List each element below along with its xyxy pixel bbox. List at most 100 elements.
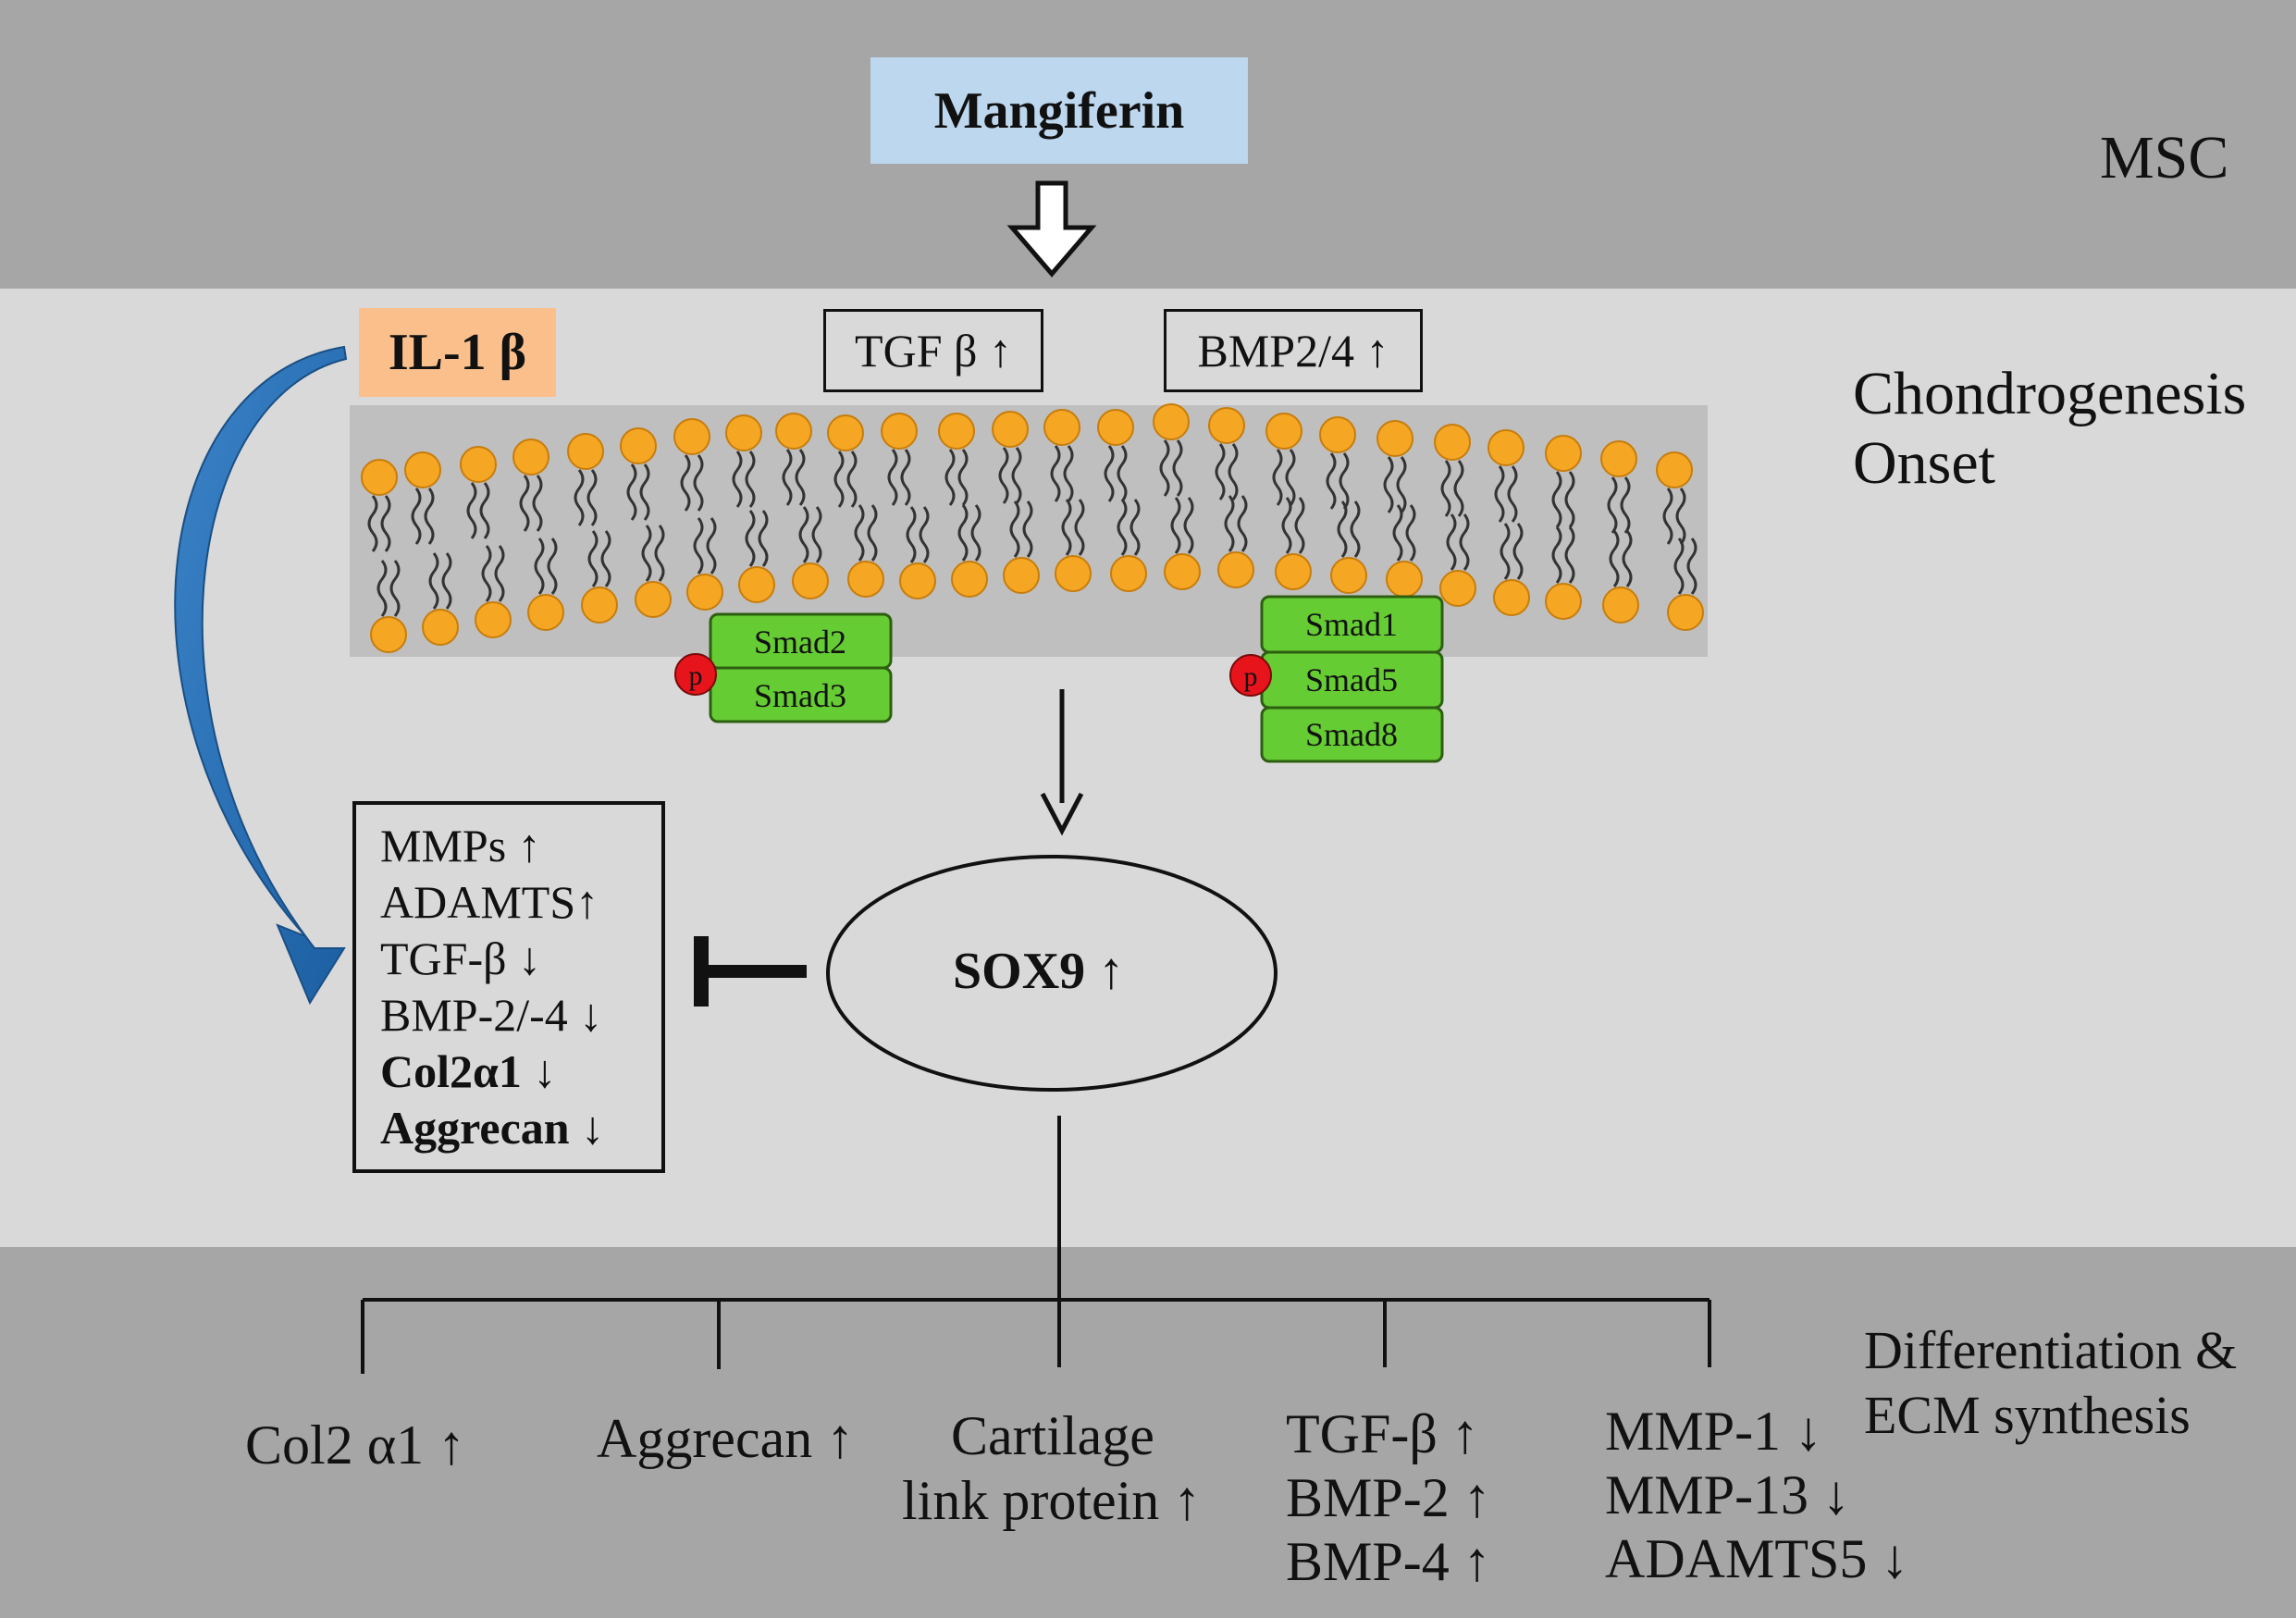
lipid-tail-upper bbox=[1285, 449, 1296, 506]
il1-beta-label: IL-1 β bbox=[388, 324, 527, 381]
mangiferin-label: Mangiferin bbox=[933, 81, 1185, 140]
il1-effect-item: ADAMTS↑ bbox=[380, 876, 599, 928]
lipid-tail-lower bbox=[1609, 530, 1620, 587]
lipid-tail-upper bbox=[693, 454, 704, 512]
lipid-tail-upper bbox=[424, 488, 435, 545]
lipid-head-upper bbox=[1376, 420, 1413, 457]
lipid-tail-upper bbox=[1272, 449, 1283, 506]
sox9-label: SOX9 ↑ bbox=[953, 943, 1125, 1000]
lipid-tail-lower bbox=[1009, 500, 1020, 558]
lipid-tail-lower bbox=[1564, 526, 1575, 584]
lipid-tail-upper bbox=[1050, 445, 1061, 502]
lipid-head-lower bbox=[686, 574, 723, 611]
lipid-head-upper bbox=[992, 411, 1029, 448]
arrow-to-sox9-head bbox=[1040, 792, 1084, 836]
lipid-tail-upper bbox=[411, 488, 422, 545]
lipid-tail-lower bbox=[1405, 504, 1416, 562]
smad8-box bbox=[1260, 706, 1444, 763]
lipid-tail-lower bbox=[1294, 497, 1305, 554]
lipid-head-lower bbox=[422, 609, 459, 646]
lipid-tail-lower bbox=[1350, 500, 1361, 558]
target-bmp2: BMP-2 ↑ bbox=[1286, 1467, 1491, 1528]
lipid-head-lower bbox=[738, 566, 775, 603]
lipid-tail-lower bbox=[1129, 499, 1141, 556]
zone-label-ecm: ECM synthesis bbox=[1864, 1385, 2191, 1445]
lipid-tail-lower bbox=[1117, 499, 1128, 556]
lipid-head-lower bbox=[475, 601, 512, 638]
lipid-tail-upper bbox=[1383, 456, 1394, 513]
lipid-tail-lower bbox=[587, 530, 599, 587]
smad1-label: Smad1 bbox=[1305, 606, 1398, 643]
lipid-tail-upper bbox=[732, 451, 743, 508]
lipid-tail-lower bbox=[1022, 500, 1033, 558]
bracket-tree bbox=[361, 1116, 1711, 1374]
lipid-tail-lower bbox=[1686, 537, 1697, 595]
lipid-tail-upper bbox=[1396, 456, 1407, 513]
phospho-right-label: p bbox=[1244, 661, 1258, 692]
lipid-tail-lower bbox=[811, 506, 822, 563]
lipid-tail-upper bbox=[1117, 445, 1128, 502]
lipid-tail-upper bbox=[574, 469, 585, 526]
lipid-tail-upper bbox=[519, 475, 530, 532]
lipid-tail-upper bbox=[1104, 445, 1115, 502]
lipid-tail-upper bbox=[1228, 443, 1239, 500]
target-mmp13: MMP-13 ↓ bbox=[1605, 1464, 1851, 1525]
zone-label-onset: Onset bbox=[1853, 429, 1995, 497]
lipid-head-lower bbox=[1602, 587, 1639, 624]
lipid-tail-upper bbox=[639, 463, 650, 521]
lipid-head-lower bbox=[1110, 555, 1147, 592]
lipid-head-lower bbox=[1439, 570, 1476, 607]
lipid-tail-upper bbox=[1564, 471, 1575, 528]
lipid-tail-lower bbox=[1224, 495, 1235, 552]
il1-effects-box: MMPs ↑ADAMTS↑TGF-β ↓BMP-2/-4 ↓Col2α1 ↓Ag… bbox=[352, 801, 665, 1173]
lipid-head-upper bbox=[1319, 416, 1356, 453]
lipid-tail-upper bbox=[1507, 465, 1518, 523]
lipid-head-upper bbox=[404, 451, 441, 488]
lipid-tail-upper bbox=[1215, 443, 1226, 500]
lipid-head-upper bbox=[1434, 424, 1471, 461]
lipid-tail-lower bbox=[867, 504, 878, 562]
lipid-head-lower bbox=[1275, 553, 1312, 590]
lipid-head-lower bbox=[1493, 579, 1530, 616]
lipid-head-lower bbox=[527, 594, 564, 631]
lipid-tail-lower bbox=[1622, 530, 1633, 587]
hollow-down-arrow bbox=[1006, 180, 1097, 278]
lipid-tail-lower bbox=[1281, 497, 1292, 554]
lipid-head-upper bbox=[775, 413, 812, 450]
il1-effect-item: Aggrecan ↓ bbox=[380, 1102, 605, 1154]
zone-label-differentiation: Differentiation & bbox=[1864, 1320, 2238, 1380]
lipid-tail-upper bbox=[586, 469, 598, 526]
il1-effect-item: TGF-β ↓ bbox=[380, 933, 542, 984]
lipid-tail-lower bbox=[1170, 497, 1181, 554]
lipid-tail-upper bbox=[1172, 439, 1183, 497]
target-mmp1: MMP-1 ↓ bbox=[1605, 1401, 1823, 1462]
lipid-head-lower bbox=[581, 587, 618, 624]
target-aggrecan: Aggrecan ↑ bbox=[597, 1408, 855, 1469]
sox9-ellipse bbox=[826, 855, 1278, 1092]
il1-effect-item: BMP-2/-4 ↓ bbox=[380, 989, 603, 1041]
lipid-tail-upper bbox=[1494, 465, 1505, 523]
lipid-tail-lower bbox=[1446, 513, 1457, 571]
lipid-tail-upper bbox=[466, 482, 477, 539]
lipid-tail-upper bbox=[887, 449, 898, 506]
smad8-label: Smad8 bbox=[1305, 716, 1398, 753]
lipid-tail-upper bbox=[745, 451, 756, 508]
lipid-tail-lower bbox=[376, 560, 388, 617]
zone-label-chondrogenesis: Chondrogenesis bbox=[1853, 360, 2247, 427]
lipid-tail-lower bbox=[1237, 495, 1248, 552]
lipid-tail-upper bbox=[367, 495, 378, 552]
lipid-tail-lower bbox=[1673, 537, 1685, 595]
lipid-head-upper bbox=[1265, 413, 1302, 450]
smad-complex-left bbox=[674, 612, 893, 723]
target-cartilage-line2: link protein ↑ bbox=[902, 1470, 1202, 1531]
lipid-head-lower bbox=[370, 616, 407, 653]
lipid-tail-lower bbox=[745, 510, 756, 567]
lipid-tail-upper bbox=[1326, 452, 1337, 510]
target-col2a1: Col2 α1 ↑ bbox=[245, 1414, 466, 1476]
lipid-tail-lower bbox=[494, 545, 505, 602]
curved-arrow bbox=[174, 345, 348, 1006]
lipid-tail-lower bbox=[389, 560, 401, 617]
lipid-tail-upper bbox=[957, 449, 969, 506]
